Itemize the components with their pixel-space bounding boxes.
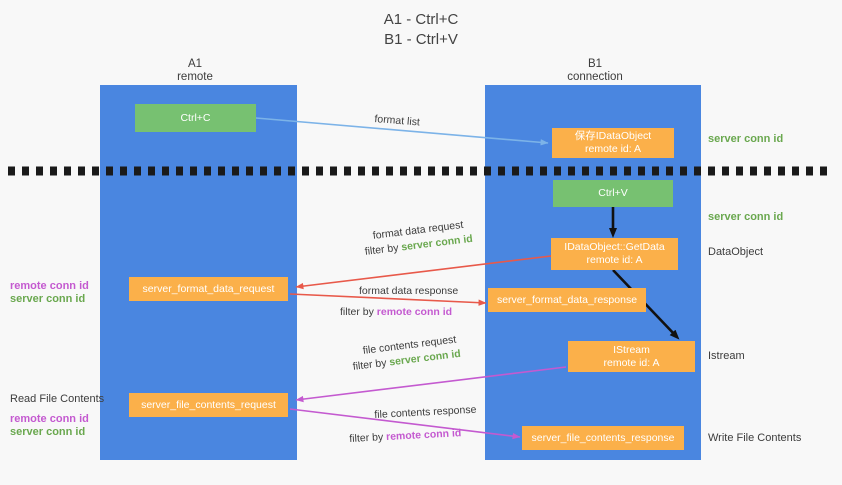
- node-server-file-contents-response[interactable]: server_file_contents_response: [522, 426, 684, 450]
- label-server-conn-id-upper: server conn id: [10, 293, 86, 305]
- node-server-file-contents-request-label: server_file_contents_request: [141, 398, 276, 411]
- title-line-2: B1 - Ctrl+V: [384, 31, 458, 48]
- column-header-b1-sub: connection: [567, 71, 623, 83]
- column-header-a1-sub: remote: [177, 71, 213, 83]
- node-save-idataobject-line1: 保存IDataObject: [574, 130, 652, 142]
- node-istream-line2: remote id: A: [603, 356, 660, 369]
- column-header-a1: A1 remote: [95, 58, 295, 84]
- node-ctrl-c-label: Ctrl+C: [180, 111, 211, 124]
- node-ctrl-c[interactable]: Ctrl+C: [135, 104, 256, 132]
- label-server-conn-id-lower: server conn id: [10, 426, 86, 438]
- label-server-conn-id-top: server conn id: [708, 133, 784, 145]
- arrow-format-data-response: [289, 293, 487, 306]
- node-server-file-contents-response-label: server_file_contents_response: [531, 431, 675, 444]
- arrow-file-contents-request: [295, 366, 567, 403]
- edge-label-format-data-response: format data response: [359, 285, 459, 297]
- title-line-1: A1 - Ctrl+C: [383, 11, 459, 28]
- edge-label-format-data-response-filter: filter by remote conn id: [340, 305, 452, 319]
- node-server-format-data-response-label: server_format_data_response: [496, 293, 638, 306]
- diagram-title: A1 - Ctrl+C B1 - Ctrl+V: [0, 10, 842, 50]
- label-istream: Istream: [708, 350, 745, 362]
- node-idataobject-getdata-line1: IDataObject::GetData: [564, 241, 665, 253]
- edge-label-file-contents-response-filter-keyword: remote conn id: [385, 427, 462, 444]
- edge-label-file-contents-response-filter-prefix: filter by: [349, 431, 387, 445]
- label-dataobject: DataObject: [708, 246, 764, 258]
- arrow-format-list: [255, 117, 549, 146]
- column-header-b1: B1 connection: [495, 58, 695, 84]
- node-ctrl-v-label: Ctrl+V: [598, 187, 628, 199]
- edge-label-format-data-response-filter-keyword: remote conn id: [376, 306, 453, 318]
- column-header-b1-name: B1: [587, 58, 603, 70]
- label-remote-conn-id-lower: remote conn id: [10, 413, 89, 425]
- label-write-file-contents: Write File Contents: [708, 432, 802, 444]
- node-server-format-data-response[interactable]: server_format_data_response: [488, 288, 646, 312]
- node-istream-line1: IStream: [613, 343, 650, 356]
- arrow-format-data-request: [295, 255, 552, 290]
- edge-label-format-data-response-filter-prefix: filter by: [340, 306, 377, 318]
- label-read-file-contents: Read File Contents: [10, 393, 105, 405]
- column-header-a1-name: A1: [187, 58, 203, 70]
- node-server-format-data-request-label: server_format_data_request: [142, 282, 275, 295]
- node-ctrl-v[interactable]: Ctrl+V: [553, 180, 673, 207]
- node-server-file-contents-request[interactable]: server_file_contents_request: [129, 393, 288, 417]
- node-istream[interactable]: IStream remote id: A: [568, 341, 695, 372]
- node-idataobject-getdata-line2: remote id: A: [586, 254, 643, 266]
- node-save-idataobject[interactable]: 保存IDataObject remote id: A: [552, 128, 674, 158]
- label-remote-conn-id-upper: remote conn id: [10, 280, 89, 292]
- node-server-format-data-request[interactable]: server_format_data_request: [129, 277, 288, 301]
- node-save-idataobject-line2: remote id: A: [584, 143, 642, 155]
- label-server-conn-id-second: server conn id: [708, 211, 784, 223]
- arrow-file-contents-response: [289, 408, 521, 440]
- node-idataobject-getdata[interactable]: IDataObject::GetData remote id: A: [551, 238, 678, 270]
